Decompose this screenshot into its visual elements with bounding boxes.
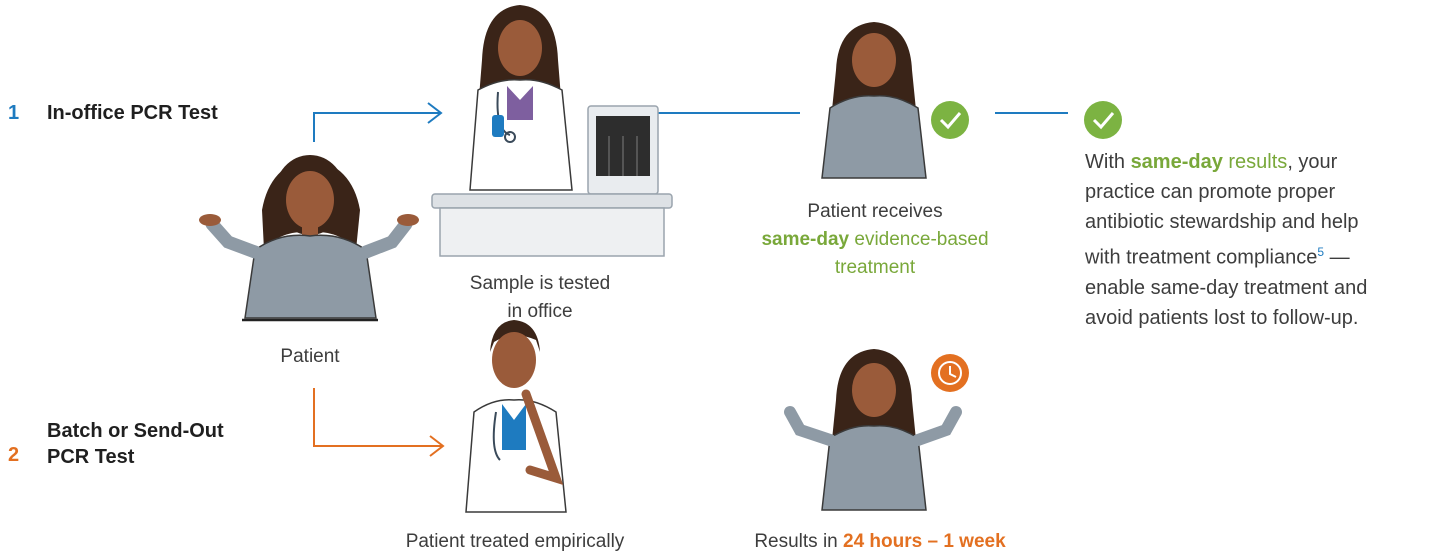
receives-caption: Patient receives same-day evidence-based… <box>700 198 1050 282</box>
outcome-line-5: enable same-day treatment and <box>1085 276 1368 299</box>
doctor-2-illustration <box>465 320 567 513</box>
patient-illustration <box>199 155 419 322</box>
outcome-highlight-rest: results <box>1222 151 1288 173</box>
outcome-prefix: With <box>1085 151 1131 173</box>
step-2-label-line-1: Batch or Send-Out <box>47 420 224 442</box>
doctor-1-illustration <box>469 5 573 191</box>
send-out-arrow <box>313 388 442 447</box>
outcome-line-4: with treatment compliance5 — <box>1085 237 1449 273</box>
sample-caption: Sample is tested in office <box>430 270 650 326</box>
step-1-number: 1 <box>8 102 20 124</box>
sample-caption-line-2: in office <box>507 301 573 322</box>
in-office-arrow <box>313 112 440 142</box>
results-prefix: Results in <box>754 531 844 552</box>
empiric-caption: Patient treated empirically <box>405 531 625 552</box>
outcome-check-icon <box>1084 101 1122 139</box>
outcome-line-4-start: with treatment compliance <box>1085 246 1318 269</box>
receives-line-1: Patient receives <box>807 201 943 222</box>
outcome-line-2: practice can promote proper <box>1085 181 1336 203</box>
outcome-line-4-end: — <box>1324 246 1350 269</box>
patient-caption: Patient <box>280 346 340 367</box>
step-2-label-line-2: PCR Test <box>47 446 135 468</box>
receives-highlight: same-day <box>761 229 850 250</box>
in-office-arrowhead <box>427 102 443 124</box>
step-1-label: In-office PCR Test <box>47 102 218 124</box>
outcome-description: With same-day results, your practice can… <box>1085 147 1449 333</box>
outcome-highlight: same-day <box>1130 151 1223 173</box>
sample-caption-line-1: Sample is tested <box>469 273 611 294</box>
footnote-ref: 5 <box>1317 245 1325 259</box>
patient-happy-illustration <box>821 22 927 179</box>
outcome-line-1: With same-day results, your <box>1085 147 1449 177</box>
step-2-label: Batch or Send-Out PCR Test <box>47 418 224 470</box>
send-out-arrowhead <box>429 435 445 457</box>
step-2-number: 2 <box>8 444 20 466</box>
outcome-line-1-end: , your <box>1287 151 1338 173</box>
pcr-machine-icon <box>587 105 659 195</box>
results-caption: Results in 24 hours – 1 week <box>740 528 1020 556</box>
receives-rest: evidence-based <box>849 229 989 250</box>
check-icon <box>931 101 969 139</box>
patient-waiting-illustration <box>784 349 962 511</box>
outcome-line-6: avoid patients lost to follow-up. <box>1085 306 1359 329</box>
receives-line-2: same-day evidence-based <box>700 226 1050 254</box>
outcome-line-3: antibiotic stewardship and help <box>1085 211 1359 233</box>
lab-desk <box>431 193 673 257</box>
receives-line-3: treatment <box>834 257 916 278</box>
results-highlight: 24 hours – 1 week <box>843 531 1006 552</box>
clock-icon <box>931 354 969 392</box>
